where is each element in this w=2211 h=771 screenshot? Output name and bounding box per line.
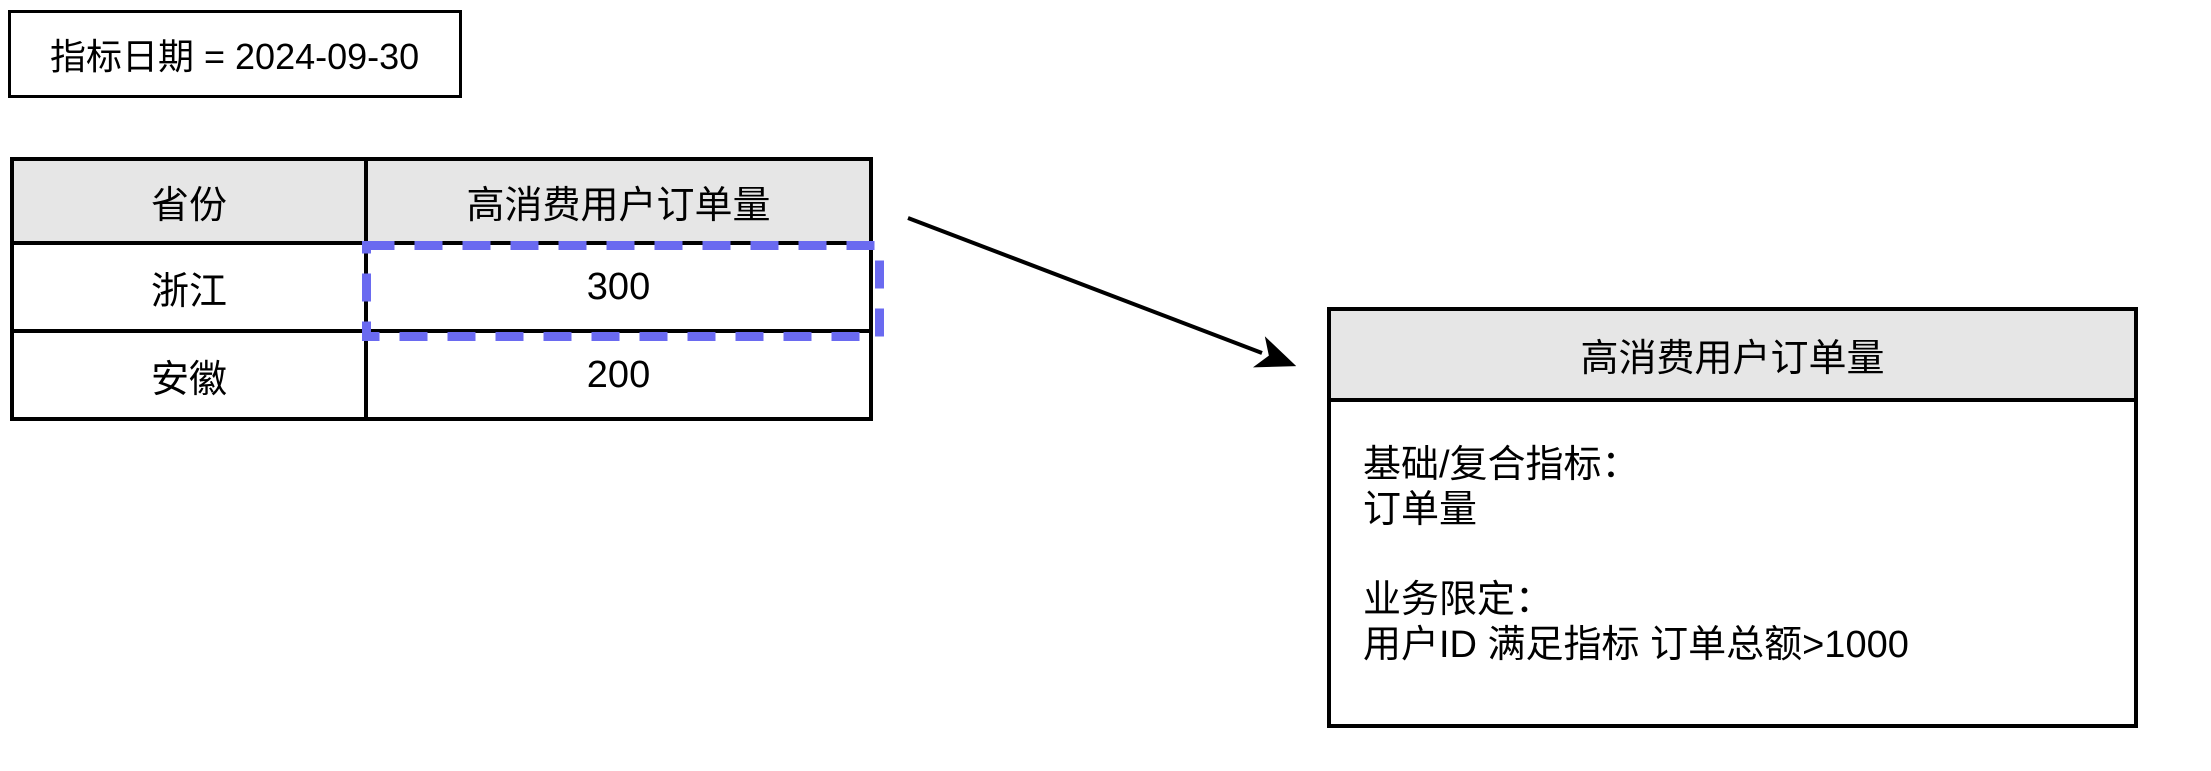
connector-arrow [907,216,1297,368]
table-row: 浙江 300 [10,241,873,333]
column-header-metric: 高消费用户订单量 [364,157,873,245]
table-row: 安徽 200 [10,329,873,421]
metric-detail-panel: 高消费用户订单量 基础/复合指标： 订单量 业务限定： 用户ID 满足指标 订单… [1327,307,2138,728]
detail-line-business-limit-label: 业务限定： [1363,579,1554,621]
metric-detail-title: 高消费用户订单量 [1580,338,1885,380]
table-header-row: 省份 高消费用户订单量 [10,157,873,245]
metric-date-label: 指标日期 = 2024-09-30 [50,36,420,77]
cell-province-zhejiang: 浙江 [10,241,368,333]
cell-province-anhui: 安徽 [10,329,368,421]
metric-table: 省份 高消费用户订单量 浙江 300 安徽 200 [10,157,873,421]
detail-line-base-metric-value: 订单量 [1363,489,1478,531]
detail-line-base-metric-label: 基础/复合指标： [1363,444,1640,486]
metric-detail-panel-header: 高消费用户订单量 [1331,311,2134,402]
metric-date-box: 指标日期 = 2024-09-30 [8,10,462,98]
cell-value-zhejiang-highlighted: 300 [364,241,873,333]
cell-value-anhui: 200 [364,329,873,421]
detail-line-spacer [1363,533,2106,578]
detail-line-business-limit-value: 用户ID 满足指标 订单总额>1000 [1363,624,1909,666]
metric-detail-panel-body: 基础/复合指标： 订单量 业务限定： 用户ID 满足指标 订单总额>1000 [1331,402,2134,668]
column-header-province: 省份 [10,157,368,245]
